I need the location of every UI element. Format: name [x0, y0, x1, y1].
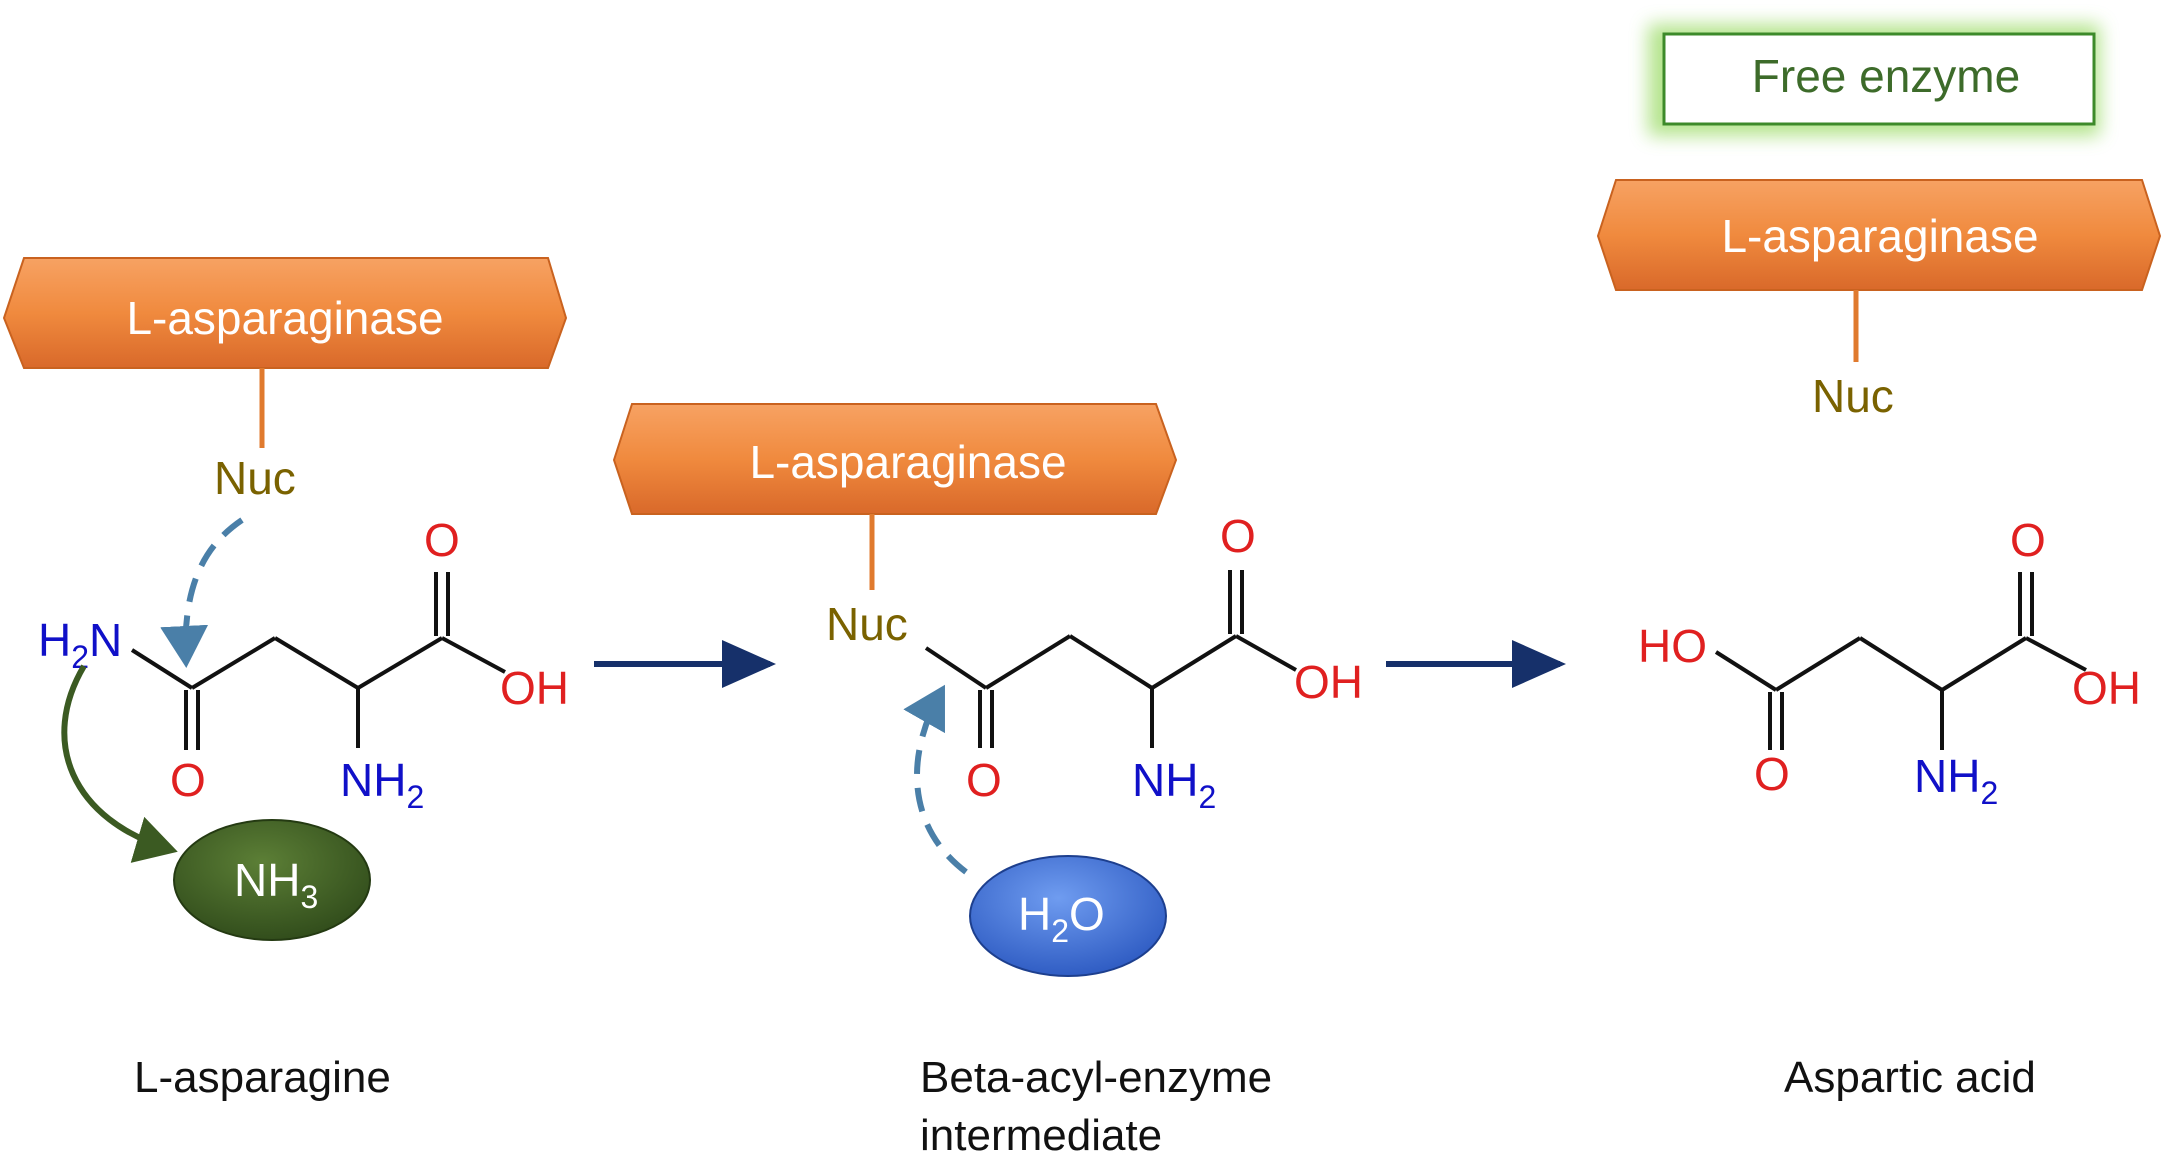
stage3-nuc-label: Nuc — [1812, 370, 1894, 422]
stage2-nuc-label: Nuc — [826, 598, 908, 650]
stage2-water-attack-arrow — [903, 684, 968, 875]
free-enzyme-label: Free enzyme — [1752, 50, 2020, 102]
stage2-acid-oxygen: O — [1220, 510, 1256, 562]
stage1-enzyme-label: L-asparaginase — [126, 292, 443, 344]
stage2-intermediate-bonds — [924, 570, 1297, 748]
stage1-caption: L-asparagine — [134, 1053, 391, 1102]
stage2-caption-line2: intermediate — [920, 1111, 1162, 1160]
stage3-acid-hydroxyl: OH — [2072, 662, 2141, 714]
stage3-enzyme-label: L-asparaginase — [1721, 210, 2038, 262]
stage3-aspartic-acid-bonds — [1714, 572, 2087, 750]
free-enzyme-box: Free enzyme — [1648, 24, 2100, 136]
stage3-acid-oxygen: O — [2010, 514, 2046, 566]
stage2-caption-line1: Beta-acyl-enzyme — [920, 1053, 1272, 1102]
stage3-side-hydroxyl: HO — [1638, 620, 1707, 672]
ammonia-label: NH3 — [234, 854, 318, 915]
stage3-enzyme: L-asparaginase — [1596, 179, 2162, 291]
stage2-amine: NH2 — [1132, 754, 1216, 815]
stage2-enzyme-label: L-asparaginase — [749, 436, 1066, 488]
stage1-acid-hydroxyl: OH — [500, 662, 569, 714]
stage1-ammonia-release-arrow — [61, 664, 178, 863]
stage1-enzyme: L-asparaginase — [2, 257, 568, 369]
stage2-acid-hydroxyl: OH — [1294, 656, 1363, 708]
stage1-amine: NH2 — [340, 754, 424, 815]
stage1-asparagine-bonds — [130, 572, 506, 750]
stage3-amine: NH2 — [1914, 750, 1998, 811]
stage1-amide-nitrogen: H2N — [38, 614, 122, 675]
stage1-nucleophilic-attack-arrow — [160, 517, 244, 668]
water-bubble: H2O — [969, 855, 1167, 977]
ammonia-bubble: NH3 — [173, 819, 371, 941]
stage2-carbonyl-oxygen: O — [966, 754, 1002, 806]
stage3-caption: Aspartic acid — [1784, 1053, 2036, 1102]
stage1-nuc-label: Nuc — [214, 452, 296, 504]
stage3-carbonyl-oxygen: O — [1754, 748, 1790, 800]
stage1-carbonyl-oxygen: O — [170, 754, 206, 806]
stage2-enzyme: L-asparaginase — [612, 403, 1178, 515]
stage1-acid-oxygen: O — [424, 514, 460, 566]
water-label: H2O — [1018, 888, 1105, 949]
